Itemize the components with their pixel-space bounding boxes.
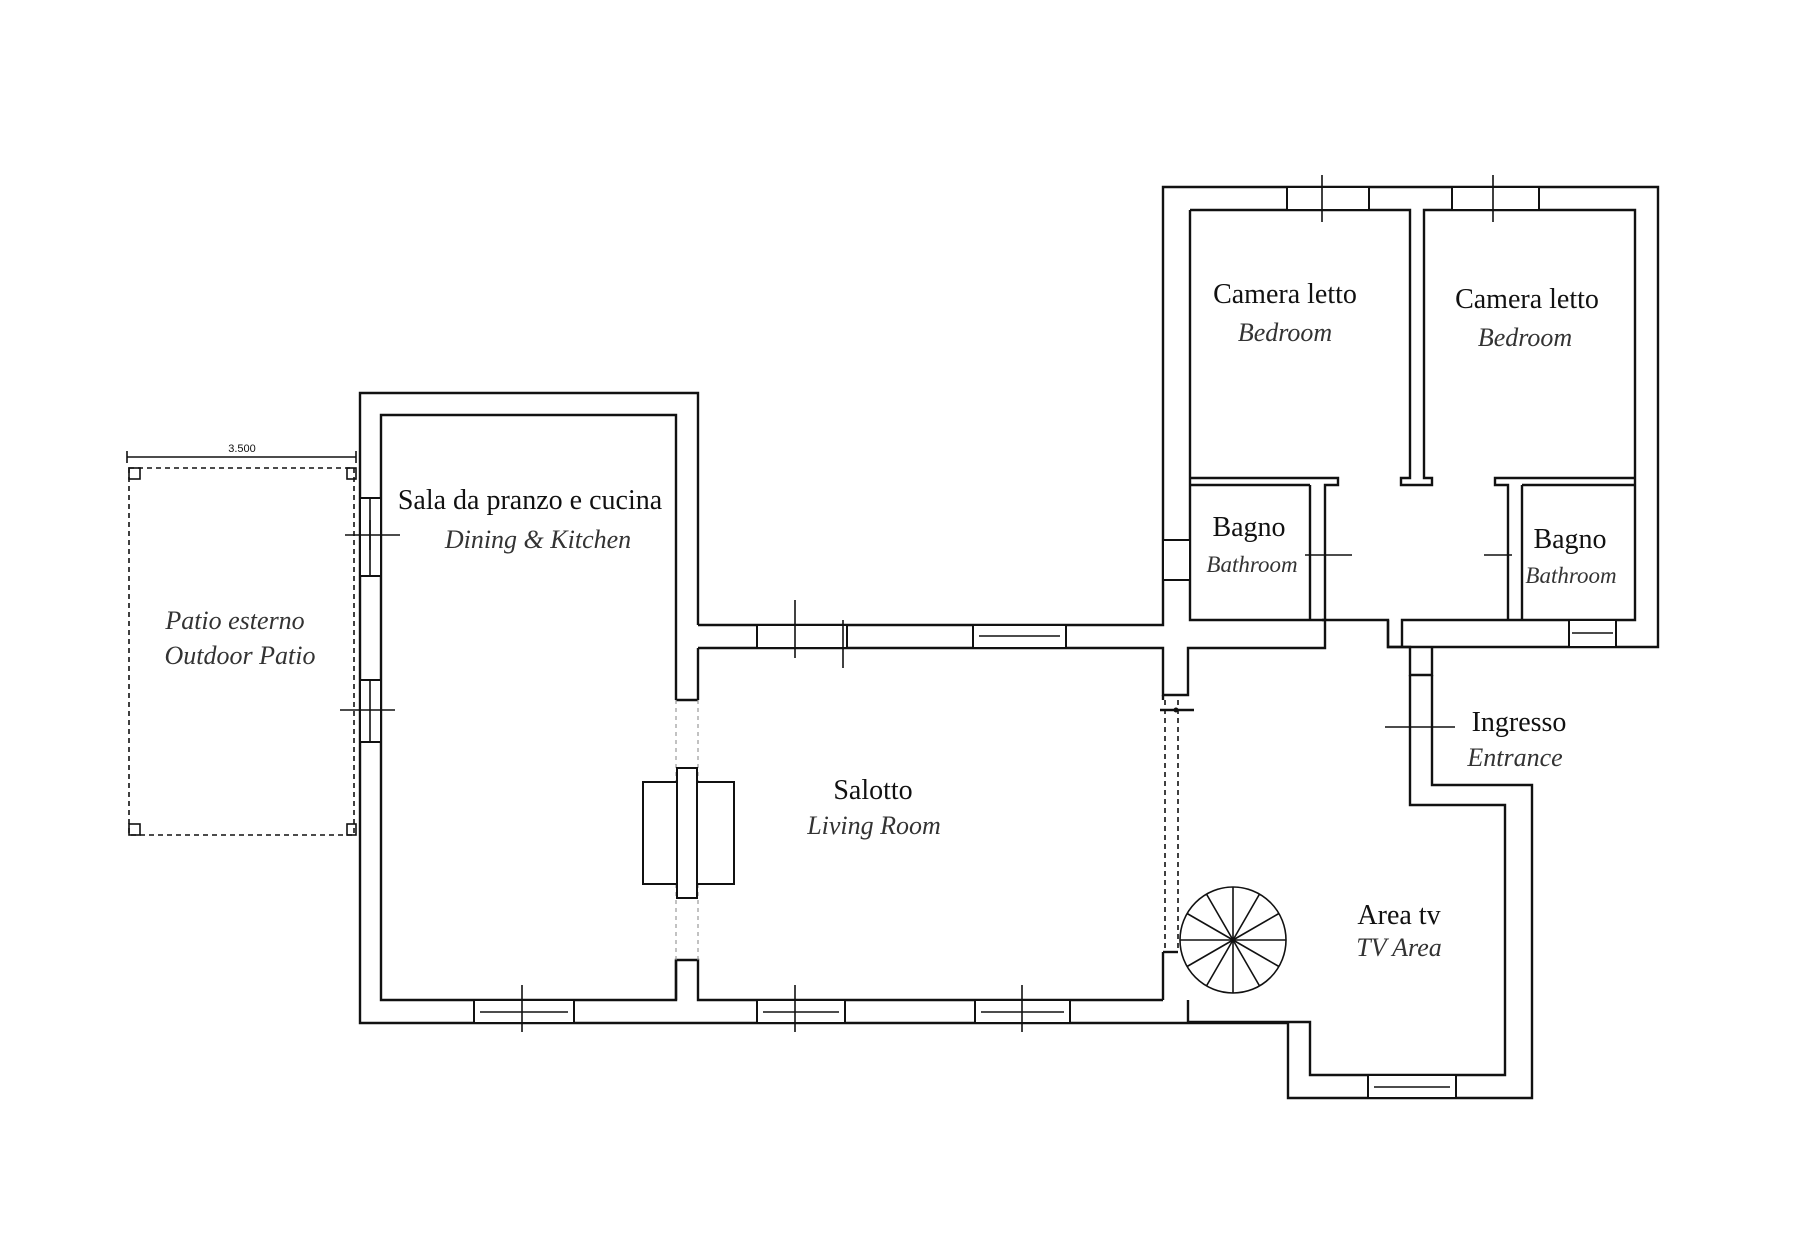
spiral-staircase bbox=[1179, 886, 1287, 994]
entrance-tv-walls bbox=[1161, 675, 1534, 1100]
stair-tread bbox=[1186, 912, 1234, 941]
patio-name-en: Outdoor Patio bbox=[165, 641, 316, 670]
dining-walls bbox=[358, 391, 1163, 1025]
windows bbox=[359, 186, 1617, 1099]
patio-dimension-line: 3.500 bbox=[126, 443, 357, 463]
stair-tread bbox=[1205, 939, 1234, 987]
room-label-entrance: Ingresso Entrance bbox=[1466, 707, 1566, 772]
living-tv-opening bbox=[1160, 700, 1194, 952]
dining-name-en: Dining & Kitchen bbox=[444, 525, 631, 554]
room-label-tv-area: Area tv TV Area bbox=[1356, 900, 1441, 962]
room-label-bedroom-1: Camera letto Bedroom bbox=[1213, 279, 1357, 347]
bedroom-1-name-en: Bedroom bbox=[1238, 318, 1332, 347]
living-name-it: Salotto bbox=[833, 775, 912, 806]
room-label-bedroom-2: Camera letto Bedroom bbox=[1455, 284, 1599, 352]
stair-tread bbox=[1232, 912, 1280, 941]
entrance-name-en: Entrance bbox=[1466, 743, 1562, 772]
stair-tread bbox=[1232, 893, 1261, 941]
dining-name-it: Sala da pranzo e cucina bbox=[398, 485, 663, 516]
patio-name-it: Patio esterno bbox=[164, 606, 304, 635]
room-label-bathroom-2: Bagno Bathroom bbox=[1525, 524, 1616, 588]
axis-markers bbox=[340, 175, 1512, 1032]
bedroom-2-name-en: Bedroom bbox=[1478, 323, 1572, 352]
room-label-living: Salotto Living Room bbox=[806, 775, 941, 840]
tv-area-name-en: TV Area bbox=[1356, 933, 1441, 962]
patio-dimension-label: 3.500 bbox=[228, 443, 256, 455]
bedroom-2-name-it: Camera letto bbox=[1455, 284, 1599, 315]
living-name-en: Living Room bbox=[806, 811, 941, 840]
bathroom-2-name-en: Bathroom bbox=[1525, 563, 1616, 588]
patio-outline bbox=[128, 467, 357, 836]
bathroom-1-name-it: Bagno bbox=[1212, 512, 1285, 543]
stair-tread bbox=[1186, 939, 1234, 968]
room-label-dining: Sala da pranzo e cucina Dining & Kitchen bbox=[398, 485, 663, 554]
fireplace-block bbox=[642, 767, 735, 899]
bathroom-1-name-en: Bathroom bbox=[1206, 552, 1297, 577]
entrance-name-it: Ingresso bbox=[1472, 707, 1567, 738]
bathroom-2-name-it: Bagno bbox=[1533, 524, 1606, 555]
room-label-bathroom-1: Bagno Bathroom bbox=[1206, 512, 1297, 577]
bedrooms-walls bbox=[1190, 208, 1637, 677]
room-label-patio: Patio esterno Outdoor Patio bbox=[164, 606, 315, 670]
stair-tread bbox=[1205, 893, 1234, 941]
stair-tread bbox=[1232, 939, 1280, 968]
stair-tread bbox=[1232, 939, 1261, 987]
tv-area-name-it: Area tv bbox=[1357, 900, 1440, 931]
bedroom-1-name-it: Camera letto bbox=[1213, 279, 1357, 310]
